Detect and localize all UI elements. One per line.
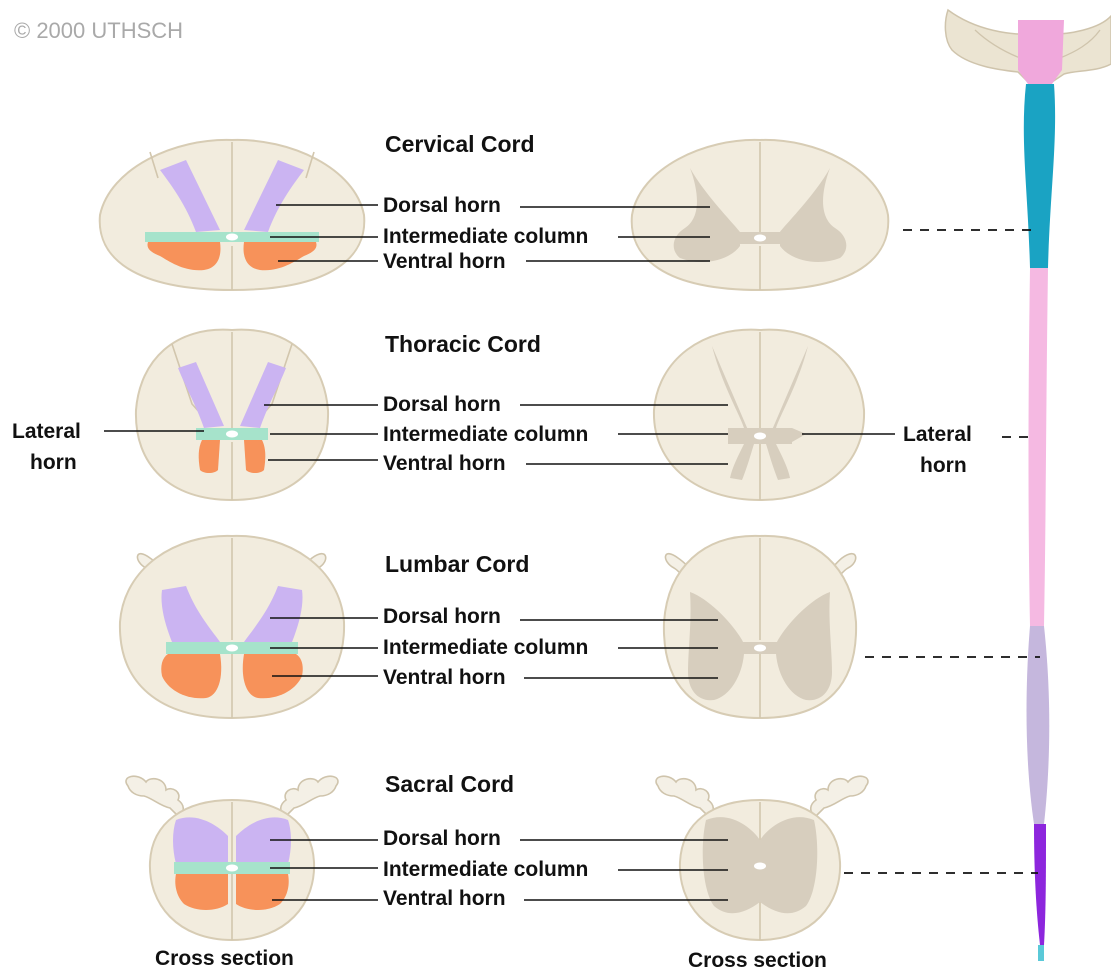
- lateral-horn-label-left: horn: [30, 451, 77, 474]
- section-title: Sacral Cord: [385, 771, 514, 797]
- coccygeal-segment: [1038, 945, 1044, 961]
- brainstem: [945, 10, 1111, 84]
- intermediate-column-label: Intermediate column: [383, 225, 588, 248]
- thoracic-section: Thoracic Cord: [12, 330, 972, 500]
- sacral-right-cross-section: [656, 776, 868, 940]
- ventral-horn: [199, 440, 220, 473]
- spinal-column: [945, 10, 1111, 961]
- cervical-right-cross-section: [632, 140, 889, 290]
- cervical-segment: [1024, 84, 1055, 268]
- ventral-horn-label: Ventral horn: [383, 666, 506, 689]
- dorsal-horn-label: Dorsal horn: [383, 194, 501, 217]
- right-caption: Cross section: [688, 949, 827, 972]
- thoracic-segment: [1029, 268, 1049, 626]
- thoracic-right-cross-section: [654, 330, 864, 500]
- section-title: Cervical Cord: [385, 131, 535, 157]
- ventral-horn-label: Ventral horn: [383, 250, 506, 273]
- dorsal-horn-label: Dorsal horn: [383, 605, 501, 628]
- intermediate-column-label: Intermediate column: [383, 636, 588, 659]
- sacral-segment: [1034, 824, 1046, 945]
- lumbar-right-cross-section: [664, 536, 856, 718]
- lumbar-section: Lumbar Cord: [120, 536, 856, 718]
- dorsal-horn-label: Dorsal horn: [383, 827, 501, 850]
- medulla-segment: [1018, 20, 1064, 84]
- cervical-section: Cervical Cord: [100, 131, 889, 290]
- sacral-left-cross-section: [126, 776, 338, 940]
- thoracic-left-cross-section: [136, 330, 328, 500]
- left-caption: Cross section: [155, 947, 294, 970]
- lateral-horn-label-left: Lateral: [12, 420, 81, 443]
- sacral-section: Sacral Cord Dors: [126, 771, 868, 940]
- lumbar-left-cross-section: [120, 536, 344, 718]
- intermediate-column-label: Intermediate column: [383, 423, 588, 446]
- cervical-left-cross-section: [100, 140, 365, 290]
- ventral-horn-label: Ventral horn: [383, 887, 506, 910]
- intermediate-column-label: Intermediate column: [383, 858, 588, 881]
- lateral-horn-label-right: Lateral: [903, 423, 972, 446]
- lateral-horn-label-right: horn: [920, 454, 967, 477]
- section-title: Lumbar Cord: [385, 551, 529, 577]
- ventral-horn: [244, 440, 265, 473]
- ventral-horn-label: Ventral horn: [383, 452, 506, 475]
- lumbar-segment: [1027, 626, 1050, 824]
- section-title: Thoracic Cord: [385, 331, 541, 357]
- copyright-text: © 2000 UTHSCH: [14, 18, 183, 43]
- dorsal-horn-label: Dorsal horn: [383, 393, 501, 416]
